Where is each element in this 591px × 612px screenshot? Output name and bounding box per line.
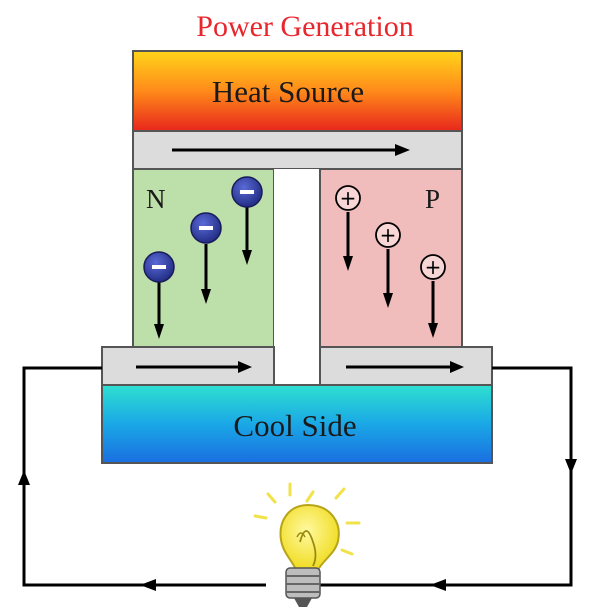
top-conductor (132, 130, 463, 170)
light-bulb-icon (253, 482, 361, 607)
bottom-conductor-right (319, 346, 493, 386)
svg-text:+: + (380, 223, 397, 247)
hole-carrier: + (375, 222, 401, 308)
n-leg-label: N (146, 184, 166, 214)
bottom-conductor-left (101, 346, 275, 386)
n-type-leg: N (132, 168, 275, 348)
p-type-leg: P + + + (319, 168, 463, 348)
heat-source-label: Heat Source (212, 74, 364, 109)
cool-side: Cool Side (101, 384, 493, 464)
cool-side-label: Cool Side (233, 408, 356, 443)
circuit-arrows (18, 459, 577, 591)
bulb-base (285, 567, 321, 607)
svg-text:+: + (340, 186, 357, 210)
electron-carrier (231, 176, 263, 265)
p-leg-label: P (425, 184, 440, 214)
leg-gap (274, 169, 320, 384)
diagram-title: Power Generation (196, 10, 413, 43)
top-current-arrow (172, 144, 410, 156)
electron-carrier (190, 212, 222, 304)
heat-source: Heat Source (132, 50, 463, 132)
hole-carrier: + (335, 185, 361, 271)
svg-text:+: + (425, 255, 442, 279)
electron-carrier (143, 251, 175, 339)
hole-carrier: + (420, 254, 446, 338)
